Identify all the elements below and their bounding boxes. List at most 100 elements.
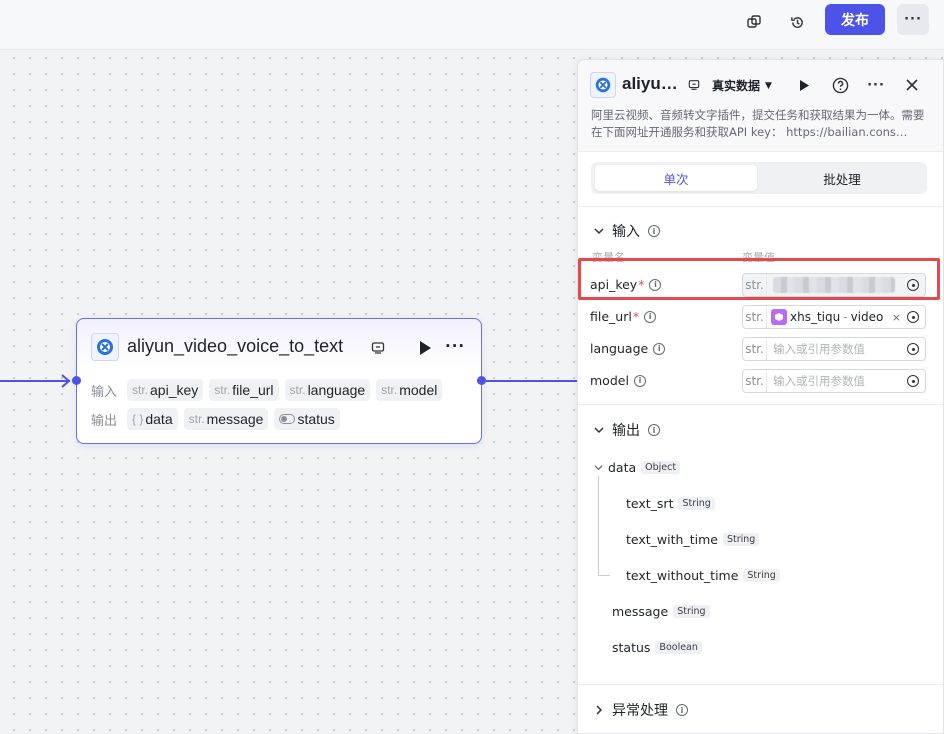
reference-target-icon[interactable] (907, 343, 919, 355)
type-badge: String (678, 497, 715, 510)
history-icon[interactable] (783, 8, 811, 36)
output-name: text_without_time (626, 568, 739, 583)
tag-name: data (145, 411, 173, 427)
output-port[interactable] (477, 376, 486, 385)
info-icon: i (648, 424, 660, 436)
input-row-file-url: file_url* i str. xhs_tiqu - video × (590, 305, 926, 329)
ref-field-name: video (850, 310, 884, 324)
info-icon: i (648, 225, 660, 237)
node-output-tag: { }data (127, 408, 178, 430)
tab-single[interactable]: 单次 (595, 165, 757, 191)
redacted-value (773, 277, 895, 293)
type-badge: Boolean (655, 641, 702, 654)
placeholder-text: 输入或引用参数值 (773, 342, 865, 356)
run-mode-tabs: 单次 批处理 (591, 162, 927, 194)
tag-type: str. (289, 383, 306, 397)
top-toolbar: 发布 ··· (0, 0, 944, 50)
output-section-title: 输出 (612, 423, 640, 439)
output-name: data (608, 460, 637, 475)
node-input-tag: str.file_url (209, 379, 279, 401)
tree-guide-line (598, 575, 610, 576)
tag-name: model (399, 382, 438, 398)
output-name: message (612, 604, 669, 619)
plugin-store-icon (688, 80, 700, 90)
output-name: text_with_time (626, 532, 718, 547)
node-title: aliyun_video_voice_to_text (127, 336, 344, 356)
type-badge: String (743, 569, 780, 582)
outgoing-edge (486, 380, 578, 382)
tag-name: message (206, 411, 264, 427)
divider (578, 684, 943, 685)
type-label: str. (743, 274, 767, 296)
data-mode-label: 真实数据 (712, 79, 761, 93)
edge-arrow-icon (61, 374, 71, 388)
placeholder-text: 输入或引用参数值 (773, 374, 865, 388)
help-icon[interactable] (829, 74, 851, 96)
node-outputs-row: 输出 { }data str.message status (91, 408, 340, 430)
reference-chip[interactable]: xhs_tiqu - video × (767, 309, 907, 325)
chevron-right-icon (596, 705, 603, 715)
file-url-field[interactable]: str. xhs_tiqu - video × (742, 305, 926, 329)
panel-header: aliyu… 真实数据 ▼ ··· 阿里云视频、音频转文字插件，提交任务和获取结… (578, 60, 943, 152)
plugin-description: 阿里云视频、音频转文字插件，提交任务和获取结果为一体。需要在下面网址开通服务和获… (591, 108, 925, 139)
input-name: file_url* i (590, 309, 657, 324)
info-icon: i (653, 342, 666, 355)
node-output-tag: str.message (183, 408, 269, 430)
node-reference-icon (771, 309, 787, 325)
input-name-label: model (590, 373, 629, 388)
chevron-down-icon (594, 427, 604, 434)
input-name-label: language (590, 341, 649, 356)
reference-target-icon[interactable] (907, 279, 919, 291)
node-more-icon[interactable]: ··· (445, 337, 466, 355)
output-name: status (612, 640, 651, 655)
highlight-annotation-box (578, 258, 940, 300)
incoming-edge (0, 380, 70, 382)
output-item-data[interactable]: data Object (594, 460, 681, 475)
reference-target-icon[interactable] (907, 375, 919, 387)
info-icon: i (644, 310, 657, 323)
language-field[interactable]: str. 输入或引用参数值 (742, 337, 926, 361)
tag-type: str. (214, 383, 231, 397)
type-label: str. (743, 306, 767, 328)
copy-icon[interactable] (740, 8, 768, 36)
tag-name: api_key (150, 382, 199, 398)
output-item-status: status Boolean (612, 640, 702, 655)
node-inputs-row: 输入 str.api_key str.file_url str.language… (91, 379, 443, 401)
boolean-toggle-icon (279, 414, 296, 424)
tag-type: { } (132, 412, 144, 426)
output-item-child: text_with_time String (626, 532, 760, 547)
input-name-label: file_url (590, 309, 632, 324)
output-section-header[interactable]: 输出 i (594, 420, 660, 440)
divider (578, 206, 943, 207)
model-field[interactable]: str. 输入或引用参数值 (742, 369, 926, 393)
error-section-title: 异常处理 (612, 703, 668, 719)
required-mark: * (632, 309, 640, 324)
info-icon: i (633, 374, 646, 387)
run-icon[interactable] (793, 74, 815, 96)
panel-more-icon[interactable]: ··· (867, 77, 885, 93)
plugin-logo-icon (91, 333, 119, 361)
input-port[interactable] (72, 376, 81, 385)
run-icon[interactable] (418, 340, 432, 356)
ref-node-name: xhs_tiqu (790, 310, 841, 324)
tab-batch[interactable]: 批处理 (823, 171, 861, 187)
node-input-tag: str.language (284, 379, 371, 401)
publish-button[interactable]: 发布 (825, 4, 885, 35)
more-options-button[interactable]: ··· (897, 4, 929, 35)
clear-reference-icon[interactable]: × (891, 310, 901, 324)
input-name: api_key*i (590, 277, 662, 292)
reference-target-icon[interactable] (907, 311, 919, 323)
plugin-logo-icon (590, 72, 616, 98)
close-icon[interactable] (901, 74, 923, 96)
required-mark: * (638, 277, 645, 292)
plugin-node-card[interactable]: aliyun_video_voice_to_text ··· 输入 str.ap… (72, 318, 486, 444)
input-section-header[interactable]: 输入 i (594, 221, 660, 241)
api-key-field[interactable]: str. (742, 273, 926, 297)
chevron-down-icon (594, 465, 603, 471)
node-input-label: 输入 (91, 384, 118, 400)
node-input-tag: str.api_key (127, 379, 204, 401)
error-handling-section-header[interactable]: 异常处理 i (594, 700, 688, 720)
tag-name: language (307, 382, 366, 398)
data-mode-select[interactable]: 真实数据 ▼ (712, 77, 772, 94)
